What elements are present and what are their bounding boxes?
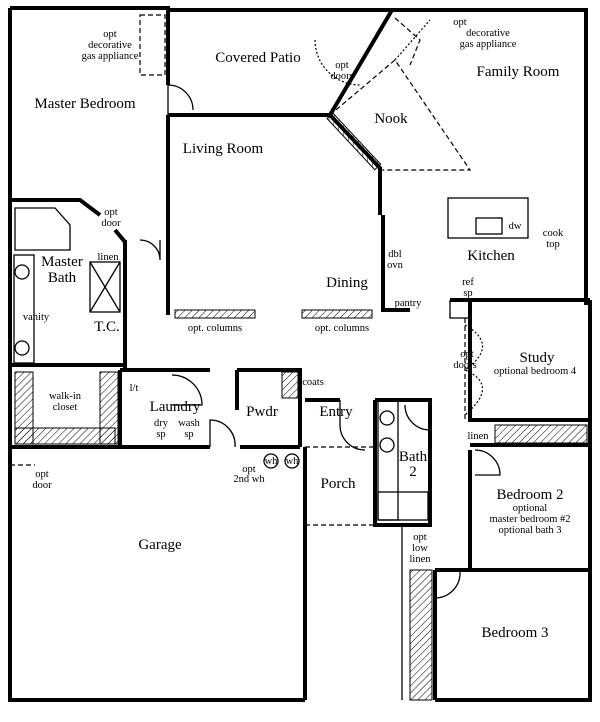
opt-low-linen-1: opt [413, 532, 427, 543]
room-bedroom2: Bedroom 2 [496, 487, 563, 503]
opt-door-garage-1: opt [35, 469, 49, 480]
gas-appliance-right-3: gas appliance [460, 39, 517, 50]
bedroom2-note-1: optional [513, 503, 547, 514]
room-pwdr: Pwdr [246, 404, 278, 420]
column-right [301, 309, 373, 319]
wh-2: wh [286, 456, 300, 467]
room-bedroom3: Bedroom 3 [481, 625, 548, 641]
dbl-ovn-1: dbl [388, 249, 402, 260]
pantry-label: pantry [395, 298, 423, 309]
opt-doors-study-1: opt [460, 349, 474, 360]
room-walk-in-closet-1: walk-in [49, 391, 82, 402]
room-bath2-2: 2 [409, 464, 417, 480]
bedroom3-closet [409, 569, 433, 701]
room-family-room: Family Room [477, 64, 560, 80]
bath2-tub [377, 491, 429, 521]
dbl-ovn-2: ovn [387, 260, 404, 271]
wh-1: wh [265, 456, 279, 467]
opt-door-bath-1: opt [104, 207, 118, 218]
ref-sp-2: sp [463, 288, 472, 299]
opt-door-garage-2: door [32, 480, 52, 491]
dw-label: dw [509, 221, 522, 232]
cook-top-1: cook [543, 228, 564, 239]
walls [8, 6, 592, 702]
bedroom2-note-2: master bedroom #2 [489, 514, 570, 525]
gas-appliance-right-2: decorative [466, 28, 510, 39]
room-walk-in-closet-2: closet [53, 402, 78, 413]
opt-2nd-wh-1: opt [242, 464, 256, 475]
bedroom2-note-3: optional bath 3 [499, 525, 562, 536]
room-study: Study [519, 350, 555, 366]
gas-appliance-right-1: opt [453, 17, 467, 28]
column-left [174, 309, 256, 319]
dry-sp-2: sp [156, 429, 165, 440]
gas-appliance-left-1: opt [103, 29, 117, 40]
room-laundry: Laundry [150, 399, 201, 415]
room-labels: Master Bedroom Covered Patio Family Room… [34, 50, 576, 641]
room-kitchen: Kitchen [467, 248, 515, 264]
dry-sp-1: dry [154, 418, 169, 429]
ref-sp-1: ref [462, 277, 474, 288]
opt-columns-2: opt. columns [315, 323, 369, 334]
room-master-bath-1: Master [41, 254, 83, 270]
room-covered-patio: Covered Patio [215, 50, 300, 66]
fixtures [13, 14, 588, 701]
room-nook: Nook [374, 111, 408, 127]
room-tc: T.C. [94, 319, 120, 335]
cook-top-2: top [546, 239, 559, 250]
tub [14, 207, 71, 251]
opt-door-bath-2: door [101, 218, 121, 229]
nook-wall [326, 112, 382, 171]
room-master-bedroom: Master Bedroom [34, 96, 136, 112]
vanity-label: vanity [23, 312, 50, 323]
room-living-room: Living Room [183, 141, 264, 157]
opt-doors-nook-1: opt [335, 60, 349, 71]
opt-doors-study-2: doors [453, 360, 476, 371]
coats-label: coats [302, 377, 324, 388]
gas-appliance-left-2: decorative [88, 40, 132, 51]
opt-low-linen-3: linen [410, 554, 432, 565]
wash-sp-2: sp [184, 429, 193, 440]
kitchen-island [447, 197, 529, 239]
room-bath2-1: Bath [399, 449, 428, 465]
room-dining: Dining [326, 275, 368, 291]
study-note: optional bedroom 4 [494, 366, 577, 377]
room-entry: Entry [319, 404, 353, 420]
vanity-counter [13, 254, 35, 364]
lt-label: l/t [130, 383, 139, 394]
room-porch: Porch [321, 476, 356, 492]
gas-appliance-left-3: gas appliance [82, 51, 139, 62]
opt-low-linen-2: low [412, 543, 428, 554]
room-garage: Garage [138, 537, 182, 553]
shower [89, 261, 121, 313]
linen-master: linen [98, 252, 120, 263]
opt-doors-nook-2: doors [330, 71, 353, 82]
opt-2nd-wh-2: 2nd wh [233, 474, 265, 485]
annotations: opt decorative gas appliance opt decorat… [23, 17, 564, 565]
opt-columns-1: opt. columns [188, 323, 242, 334]
room-master-bath-2: Bath [48, 270, 77, 286]
wash-sp-1: wash [178, 418, 200, 429]
linen-hall: linen [468, 431, 490, 442]
